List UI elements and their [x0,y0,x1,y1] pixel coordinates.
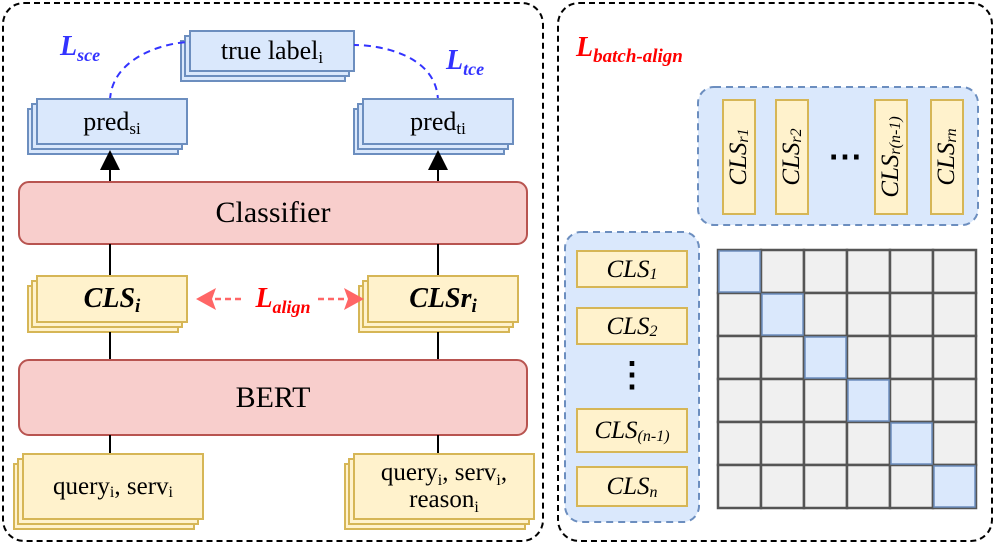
sce-loss-curve [109,41,191,101]
classifier-box [18,181,528,245]
true-label-box [180,30,355,82]
horizontal-ellipsis: ⋯ [828,139,862,176]
matrix-cell [802,463,849,510]
bert-label: BERT [235,380,311,414]
align-arrow [196,288,364,310]
matrix-cell [931,291,978,338]
matrix-cell [759,463,806,510]
matrix-diagonal-highlight [847,379,890,422]
matrix-cell [931,420,978,467]
right-panel [557,2,993,542]
cls-n1-box [576,408,688,453]
matrix-diagonal-highlight [761,293,804,336]
bert-box [18,359,528,436]
matrix-cell [845,463,892,510]
pred-s-box [27,98,188,155]
matrix-cell [716,463,763,510]
matrix-cell [716,420,763,467]
matrix-diagonal-highlight [804,336,847,379]
matrix-diagonal-highlight [718,250,761,293]
pred-t-box [353,98,514,155]
matrix-cell [931,248,978,295]
input-right-label: queryi, servi, reasoni [354,454,534,519]
matrix-diagonal-highlight [890,422,933,465]
input-left-box [13,453,204,530]
cls-r-2-box [775,99,809,215]
matrix-cell [802,377,849,424]
matrix-cell [759,377,806,424]
matrix-cell [845,420,892,467]
matrix-cell [759,420,806,467]
input-right-line1: queryi, servi, [380,459,508,490]
matrix-cell [759,248,806,295]
matrix-cell [931,377,978,424]
vertical-ellipsis: ⋮ [615,357,649,394]
matrix-cell [931,334,978,381]
matrix-cell [845,248,892,295]
cls-n1-label: CLS(n-1) [594,417,670,445]
classifier-label: Classifier [215,196,331,229]
tce-loss-curve [353,44,439,103]
matrix-cell [716,291,763,338]
input-right-box [344,453,535,530]
matrix-cell [888,248,935,295]
similarity-matrix [716,248,978,510]
matrix-cell [802,420,849,467]
cls-r-n1-box [874,99,908,215]
cls-r-1-box [722,99,756,215]
matrix-cell [759,334,806,381]
cls-i-box [27,275,188,333]
input-right-line2: reasoni [409,485,479,516]
matrix-cell [888,377,935,424]
left-panel [2,2,544,542]
cls-1-box [576,250,688,288]
matrix-cell [845,334,892,381]
matrix-cell [802,248,849,295]
matrix-cell [888,291,935,338]
matrix-cell [716,334,763,381]
matrix-cell [888,334,935,381]
matrix-cell [845,291,892,338]
matrix-cell [716,377,763,424]
matrix-cell [802,291,849,338]
cls-2-box [576,307,688,345]
matrix-cell [888,463,935,510]
cls-r-n-box [930,99,964,215]
clsr-i-box [358,275,519,333]
matrix-diagonal-highlight [933,465,976,508]
cls-n-box [576,466,688,507]
